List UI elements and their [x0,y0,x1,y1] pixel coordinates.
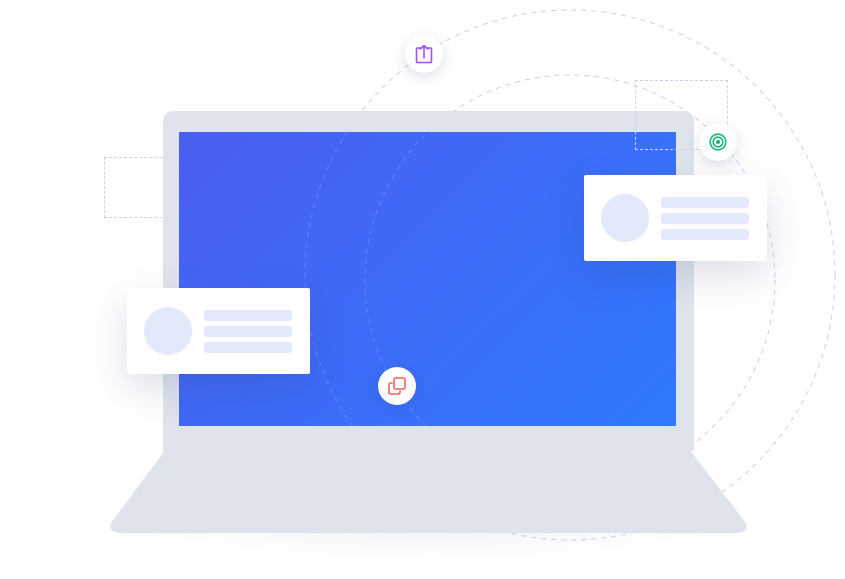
text-placeholder-line [204,342,292,353]
text-placeholder-line [661,213,749,224]
target-icon-bubble [699,123,737,161]
avatar-placeholder [601,194,649,242]
dashed-frame-right [635,80,728,150]
target-icon [709,133,727,151]
text-placeholder-line [204,326,292,337]
screen-orbit-lines [304,132,429,426]
profile-card-right [584,175,767,261]
copy-icon [388,377,406,395]
upload-icon-bubble [405,35,443,73]
avatar-placeholder [144,307,192,355]
copy-icon-bubble [378,367,416,405]
profile-card-left [127,288,310,374]
laptop-base [110,449,747,533]
text-placeholder-line [204,310,292,321]
text-placeholder-line [661,229,749,240]
upload-icon [415,44,433,64]
text-placeholder-line [661,197,749,208]
